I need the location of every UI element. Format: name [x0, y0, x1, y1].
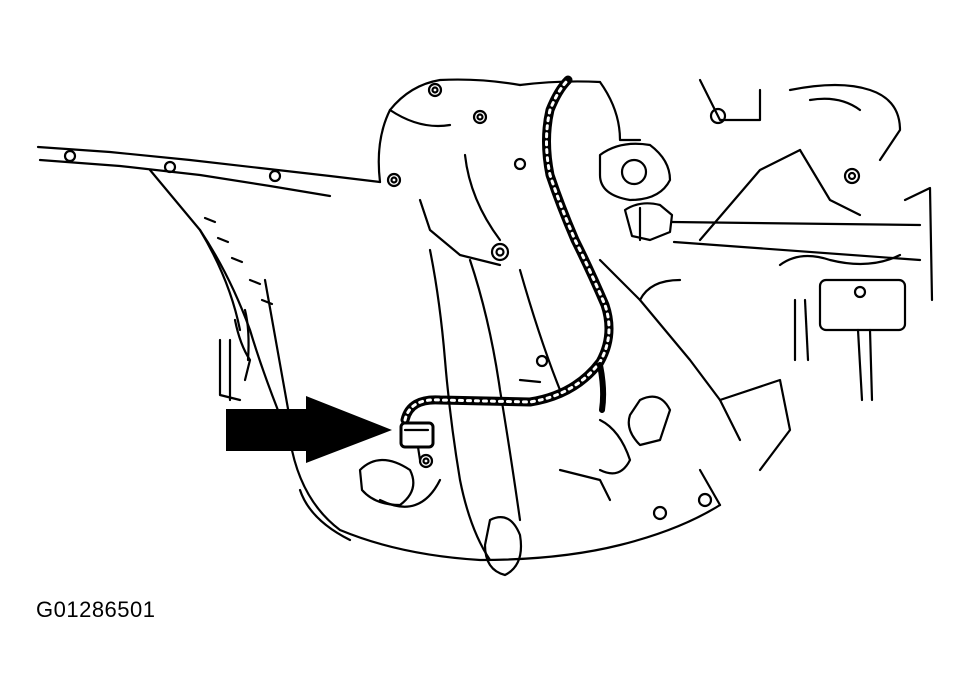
upper-housing [377, 78, 934, 302]
bolt-and-bar [598, 142, 922, 402]
wire-harness [400, 75, 614, 425]
arrow-right-icon [226, 396, 392, 463]
left-flange [36, 145, 382, 442]
bell-housing [288, 248, 792, 577]
left-lower-details [218, 278, 292, 422]
figure-id-label: G01286501 [36, 597, 156, 622]
sensor-connector [358, 421, 442, 508]
